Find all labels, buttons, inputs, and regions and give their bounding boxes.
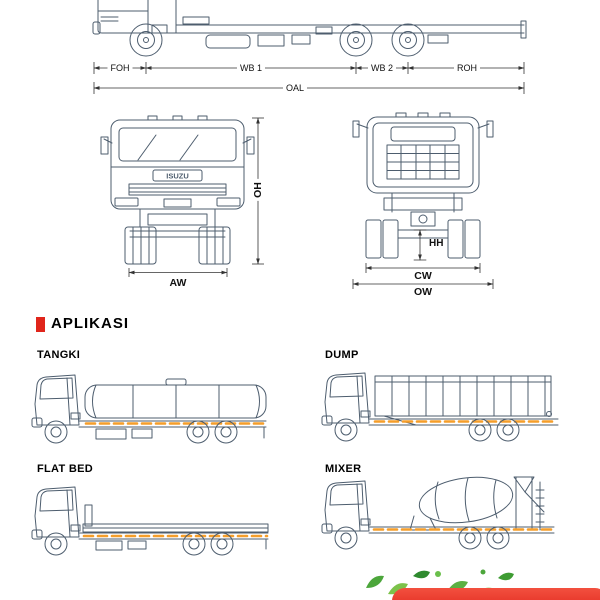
app-label-dump: DUMP — [325, 349, 359, 361]
aplikasi-bullet — [36, 317, 45, 332]
dim-label-foh: FOH — [107, 62, 133, 74]
headboard — [84, 504, 93, 527]
windshield — [118, 127, 237, 162]
cab-rear — [366, 116, 480, 194]
hopper-and-chute — [513, 476, 545, 531]
wheels — [129, 23, 425, 57]
toolbox — [95, 540, 123, 551]
width-dimension-lines — [352, 263, 494, 289]
app-label-flatbed: FLAT BED — [37, 463, 93, 475]
rear-window — [390, 126, 456, 142]
headlight — [216, 197, 241, 207]
wheels — [44, 420, 238, 444]
cta-button[interactable] — [392, 588, 600, 600]
dim-label-wb2: WB 2 — [367, 62, 397, 74]
brand-plate — [152, 169, 203, 182]
dim-label-ow: OW — [413, 286, 433, 298]
wheels — [334, 526, 510, 550]
dump-bed — [374, 375, 552, 426]
mirrors — [100, 136, 255, 155]
chassis-side-view-drawing — [92, 0, 527, 57]
aplikasi-heading: APLIKASI — [51, 315, 130, 332]
wiper — [179, 134, 199, 161]
cab — [321, 372, 371, 426]
wheels — [44, 532, 234, 556]
dim-label-aw: AW — [169, 277, 187, 289]
grille — [128, 183, 227, 196]
headlight — [114, 197, 139, 207]
mixer-drum — [409, 476, 514, 531]
cab — [31, 374, 81, 428]
rear-vent-grid — [386, 144, 460, 180]
mirrors — [352, 120, 494, 138]
tailgate-hinge — [546, 411, 552, 417]
hoist — [383, 415, 417, 426]
dim-label-oh: OH — [252, 179, 264, 201]
manhole — [165, 378, 187, 386]
hitch — [410, 211, 436, 227]
truck-dump-drawing — [321, 372, 559, 442]
aw-dimension-line — [128, 268, 228, 277]
truck-flatbed-drawing — [31, 486, 269, 556]
license-plate — [163, 198, 192, 208]
brand-text: ISUZU — [166, 172, 189, 181]
dim-label-oal: OAL — [282, 82, 308, 94]
dim-label-hh: HH — [429, 238, 444, 249]
flatbed-platform — [82, 504, 269, 533]
wiper — [137, 134, 157, 161]
chassis-frame — [175, 16, 527, 49]
front-wheels — [124, 226, 231, 265]
cab-front — [110, 119, 245, 210]
dim-label-roh: ROH — [454, 62, 480, 74]
dim-label-wb1: WB 1 — [236, 62, 266, 74]
app-label-mixer: MIXER — [325, 463, 362, 475]
rear-view-drawing — [352, 112, 494, 261]
front-view-drawing: ISUZU — [100, 115, 255, 265]
marker-lamp — [172, 115, 183, 121]
dim-label-cw: CW — [414, 270, 432, 282]
cab — [31, 486, 81, 540]
toolbox — [95, 428, 127, 440]
wheels — [334, 418, 520, 442]
cab — [92, 0, 177, 35]
hh-dimension-line — [413, 229, 427, 261]
drum-pedestal — [409, 515, 437, 531]
truck-tangki-drawing — [31, 374, 267, 444]
cab — [321, 480, 371, 534]
fuel-tank — [205, 34, 251, 49]
marker-lamp — [197, 115, 208, 121]
marker-lamp — [147, 115, 158, 121]
battery-box — [257, 34, 285, 47]
truck-mixer-drawing — [321, 476, 555, 550]
app-label-tangki: TANGKI — [37, 349, 81, 361]
tank-body — [84, 378, 267, 419]
